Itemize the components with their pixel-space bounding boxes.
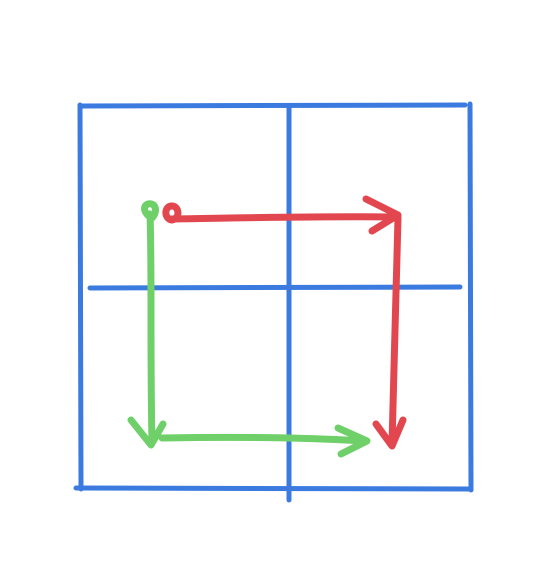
grid-line-bottom [73, 485, 474, 492]
grid-line-top [77, 102, 468, 109]
green-path [127, 200, 371, 458]
grid-line-left [77, 102, 84, 492]
green-arrowhead-down [127, 416, 167, 449]
green-arrowhead-right [334, 424, 371, 458]
grid-line-middle-horizontal [87, 284, 463, 291]
red-segment-right [166, 213, 402, 223]
green-segment-right [158, 433, 366, 445]
grid-line-right [467, 101, 474, 493]
green-segment-down [146, 210, 156, 446]
red-segment-down [388, 214, 402, 448]
red-path [162, 195, 407, 450]
red-arrowhead-down [372, 416, 407, 450]
